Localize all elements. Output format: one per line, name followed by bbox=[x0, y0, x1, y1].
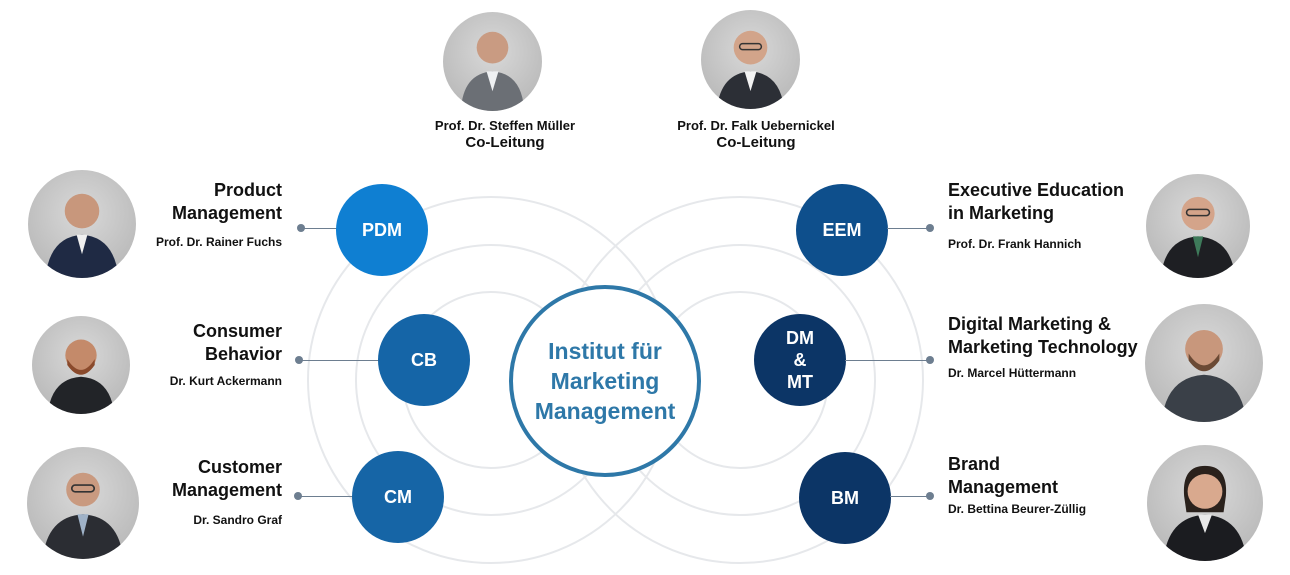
connector-dot bbox=[926, 492, 934, 500]
person-name-ackermann: Dr. Kurt Ackermann bbox=[169, 374, 282, 388]
leader-mueller: Prof. Dr. Steffen Müller Co-Leitung bbox=[420, 118, 590, 153]
node-label: DM bbox=[786, 328, 814, 348]
person-name-fuchs: Prof. Dr. Rainer Fuchs bbox=[155, 235, 282, 249]
person-photo-icon bbox=[1163, 465, 1247, 561]
group-title-line: Behavior bbox=[204, 344, 282, 364]
group-title-eem: Executive Education in Marketing bbox=[948, 179, 1148, 225]
connector-line bbox=[303, 228, 339, 229]
node-label: BM bbox=[831, 488, 859, 508]
leader-name: Prof. Dr. Falk Uebernickel bbox=[677, 118, 835, 133]
leader-role: Co-Leitung bbox=[465, 134, 545, 151]
node-label: CM bbox=[384, 487, 412, 507]
group-title-cb: Consumer Behavior bbox=[140, 320, 282, 366]
group-title-line: Brand bbox=[948, 454, 1001, 474]
group-title-pdm: Product Management bbox=[140, 179, 282, 225]
group-title-line: Management bbox=[948, 477, 1059, 497]
person-photo-icon bbox=[47, 339, 115, 414]
node-label: & bbox=[793, 350, 807, 370]
leader-photo-uebernickel bbox=[701, 10, 800, 109]
connector-dot bbox=[926, 224, 934, 232]
leader-photo-mueller bbox=[443, 12, 542, 111]
group-title-line: Management bbox=[171, 480, 282, 500]
person-name-graf: Dr. Sandro Graf bbox=[193, 513, 282, 527]
group-title-line: Customer bbox=[197, 457, 282, 477]
person-name-huettermann: Dr. Marcel Hüttermann bbox=[948, 366, 1077, 380]
institute-center-circle: Institut für Marketing Management bbox=[509, 285, 701, 477]
center-line-3: Management bbox=[534, 398, 676, 424]
node-label: EEM bbox=[822, 220, 862, 240]
photo-beurer-zuellig bbox=[1147, 445, 1263, 561]
group-title-line: Management bbox=[171, 203, 282, 223]
group-title-bm: Brand Management bbox=[948, 453, 1148, 499]
connector-line bbox=[845, 360, 929, 361]
person-name-hannich: Prof. Dr. Frank Hannich bbox=[948, 237, 1082, 251]
connector-line bbox=[890, 496, 929, 497]
node-label: CB bbox=[411, 350, 437, 370]
person-photo-icon bbox=[460, 31, 525, 111]
photo-hannich bbox=[1146, 174, 1250, 278]
connector-line bbox=[301, 360, 381, 361]
person-photo-icon bbox=[1160, 196, 1236, 278]
leader-role: Co-Leitung bbox=[716, 134, 796, 151]
group-title-line: in Marketing bbox=[948, 203, 1055, 223]
connector-line bbox=[887, 228, 929, 229]
connector-dot bbox=[297, 224, 305, 232]
group-title-line: Executive Education bbox=[948, 180, 1125, 200]
group-title-line: Digital Marketing & bbox=[948, 314, 1112, 334]
node-eem: EEM bbox=[796, 184, 888, 276]
node-bm: BM bbox=[799, 452, 891, 544]
person-photo-icon bbox=[45, 193, 119, 278]
person-photo-icon bbox=[716, 30, 785, 109]
connector-dot bbox=[294, 492, 302, 500]
node-label: PDM bbox=[362, 220, 402, 240]
center-line-2: Marketing bbox=[550, 368, 660, 394]
group-title-dm-mt: Digital Marketing & Marketing Technology bbox=[948, 313, 1148, 359]
group-title-line: Marketing Technology bbox=[948, 337, 1138, 357]
photo-fuchs bbox=[28, 170, 136, 278]
leader-uebernickel: Prof. Dr. Falk Uebernickel Co-Leitung bbox=[665, 118, 847, 153]
person-photo-icon bbox=[42, 472, 124, 559]
person-photo-icon bbox=[1161, 329, 1247, 422]
photo-ackermann bbox=[32, 316, 130, 414]
group-title-cm: Customer Management bbox=[140, 456, 282, 502]
connector-line bbox=[300, 496, 355, 497]
center-line-1: Institut für bbox=[548, 338, 662, 364]
node-label: MT bbox=[787, 372, 813, 392]
leader-name: Prof. Dr. Steffen Müller bbox=[434, 118, 576, 133]
photo-huettermann bbox=[1145, 304, 1263, 422]
connector-dot bbox=[926, 356, 934, 364]
node-pdm: PDM bbox=[336, 184, 428, 276]
node-dm-mt: DM & MT bbox=[754, 314, 846, 406]
group-title-line: Consumer bbox=[192, 321, 282, 341]
photo-graf bbox=[27, 447, 139, 559]
node-cb: CB bbox=[378, 314, 470, 406]
person-name-beurer-zuellig: Dr. Bettina Beurer-Züllig bbox=[948, 502, 1087, 516]
group-title-line: Product bbox=[213, 180, 282, 200]
connector-dot bbox=[295, 356, 303, 364]
node-cm: CM bbox=[352, 451, 444, 543]
